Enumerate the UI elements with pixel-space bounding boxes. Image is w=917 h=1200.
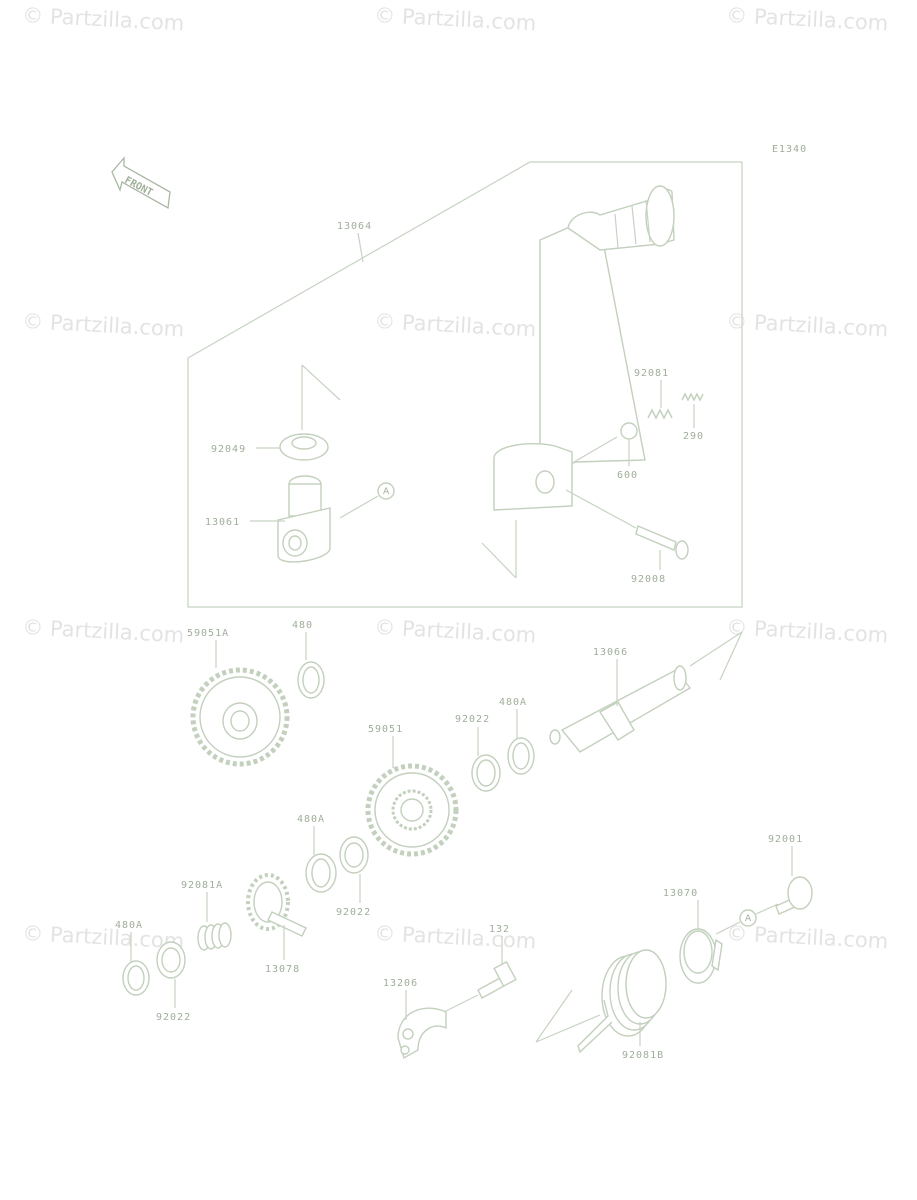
washer-92022-inner	[476, 759, 496, 787]
part-label-13066: 13066	[593, 647, 628, 658]
part-label-13206: 13206	[383, 978, 418, 989]
leader-line	[339, 495, 379, 519]
watermark-text: © Partzilla.com	[22, 3, 185, 35]
diagram-code: E1340	[772, 144, 807, 155]
washer-92049	[279, 433, 329, 461]
watermark-text: © Partzilla.com	[374, 3, 537, 35]
leader-line	[755, 903, 779, 915]
part-label-92049: 92049	[211, 444, 246, 455]
watermark-text: © Partzilla.com	[374, 921, 537, 953]
leader-line	[535, 989, 573, 1043]
reference-marker-a	[739, 909, 757, 927]
ring-480-inner	[302, 666, 320, 694]
spring-290	[681, 392, 704, 402]
part-label-600: 600	[617, 470, 638, 481]
leader-line	[301, 364, 341, 401]
part-label-92008: 92008	[631, 574, 666, 585]
part-label-290: 290	[683, 431, 704, 442]
watermark-text: © Partzilla.com	[22, 309, 185, 341]
collar-13070	[679, 928, 723, 984]
leader-line	[481, 542, 517, 579]
part-label-92001: 92001	[768, 834, 803, 845]
spring-92081a	[197, 922, 232, 951]
ratchet-13078	[246, 873, 307, 937]
kick-pedal-lever	[493, 185, 675, 511]
ring-480a-inner	[512, 742, 530, 770]
part-label-92081: 92081	[634, 368, 669, 379]
part-label-13064: 13064	[337, 221, 372, 232]
part-label-480a: 480A	[115, 920, 143, 931]
kick-spring-92081b	[577, 949, 667, 1054]
watermark-text: © Partzilla.com	[726, 309, 889, 341]
bolt-92001	[775, 876, 813, 915]
part-label-132: 132	[489, 924, 510, 935]
part-label-13061: 13061	[205, 517, 240, 528]
part-label-92022: 92022	[455, 714, 490, 725]
reference-marker-a-label: A	[745, 914, 752, 924]
gear-59051	[365, 763, 459, 857]
leader-line	[689, 631, 743, 667]
leader-line	[357, 232, 364, 263]
part-label-92022: 92022	[156, 1012, 191, 1023]
ring-480a-inner	[127, 965, 145, 991]
front-arrow-icon: FRONT	[111, 156, 171, 210]
part-label-480a: 480A	[297, 814, 325, 825]
part-label-59051a: 59051A	[187, 628, 229, 639]
part-label-92081b: 92081B	[622, 1050, 664, 1061]
watermark-text: © Partzilla.com	[374, 615, 537, 647]
leader-line	[535, 1014, 601, 1043]
leader-line	[443, 994, 479, 1013]
leader-line	[573, 436, 618, 463]
washer-92022-inner	[344, 842, 364, 868]
watermark-text: © Partzilla.com	[726, 3, 889, 35]
part-label-92022: 92022	[336, 907, 371, 918]
kick-shaft-13066	[549, 665, 692, 753]
spring-92081	[647, 408, 673, 420]
bolt-132	[477, 960, 517, 999]
kick-pedal-assembly-outline	[187, 161, 743, 608]
leader-line	[715, 921, 741, 935]
reference-marker-a-label: A	[383, 487, 390, 497]
gear-59051a	[190, 667, 290, 767]
reference-marker-a	[377, 482, 395, 500]
ball-600	[620, 422, 638, 440]
kick-shaft-13061	[277, 475, 331, 563]
part-label-480a: 480A	[499, 697, 527, 708]
leader-line	[565, 489, 637, 529]
watermark-text: © Partzilla.com	[22, 615, 185, 647]
part-label-13078: 13078	[265, 964, 300, 975]
part-label-92081a: 92081A	[181, 880, 223, 891]
part-label-59051: 59051	[368, 724, 403, 735]
ring-480a-inner	[311, 858, 331, 888]
guide-13206	[397, 1007, 447, 1060]
watermark-text: © Partzilla.com	[726, 615, 889, 647]
part-label-480: 480	[292, 620, 313, 631]
leader-line	[719, 631, 743, 681]
washer-92022-inner	[161, 947, 181, 973]
part-label-13070: 13070	[663, 888, 698, 899]
bolt-92008	[635, 525, 689, 560]
watermark-text: © Partzilla.com	[374, 309, 537, 341]
